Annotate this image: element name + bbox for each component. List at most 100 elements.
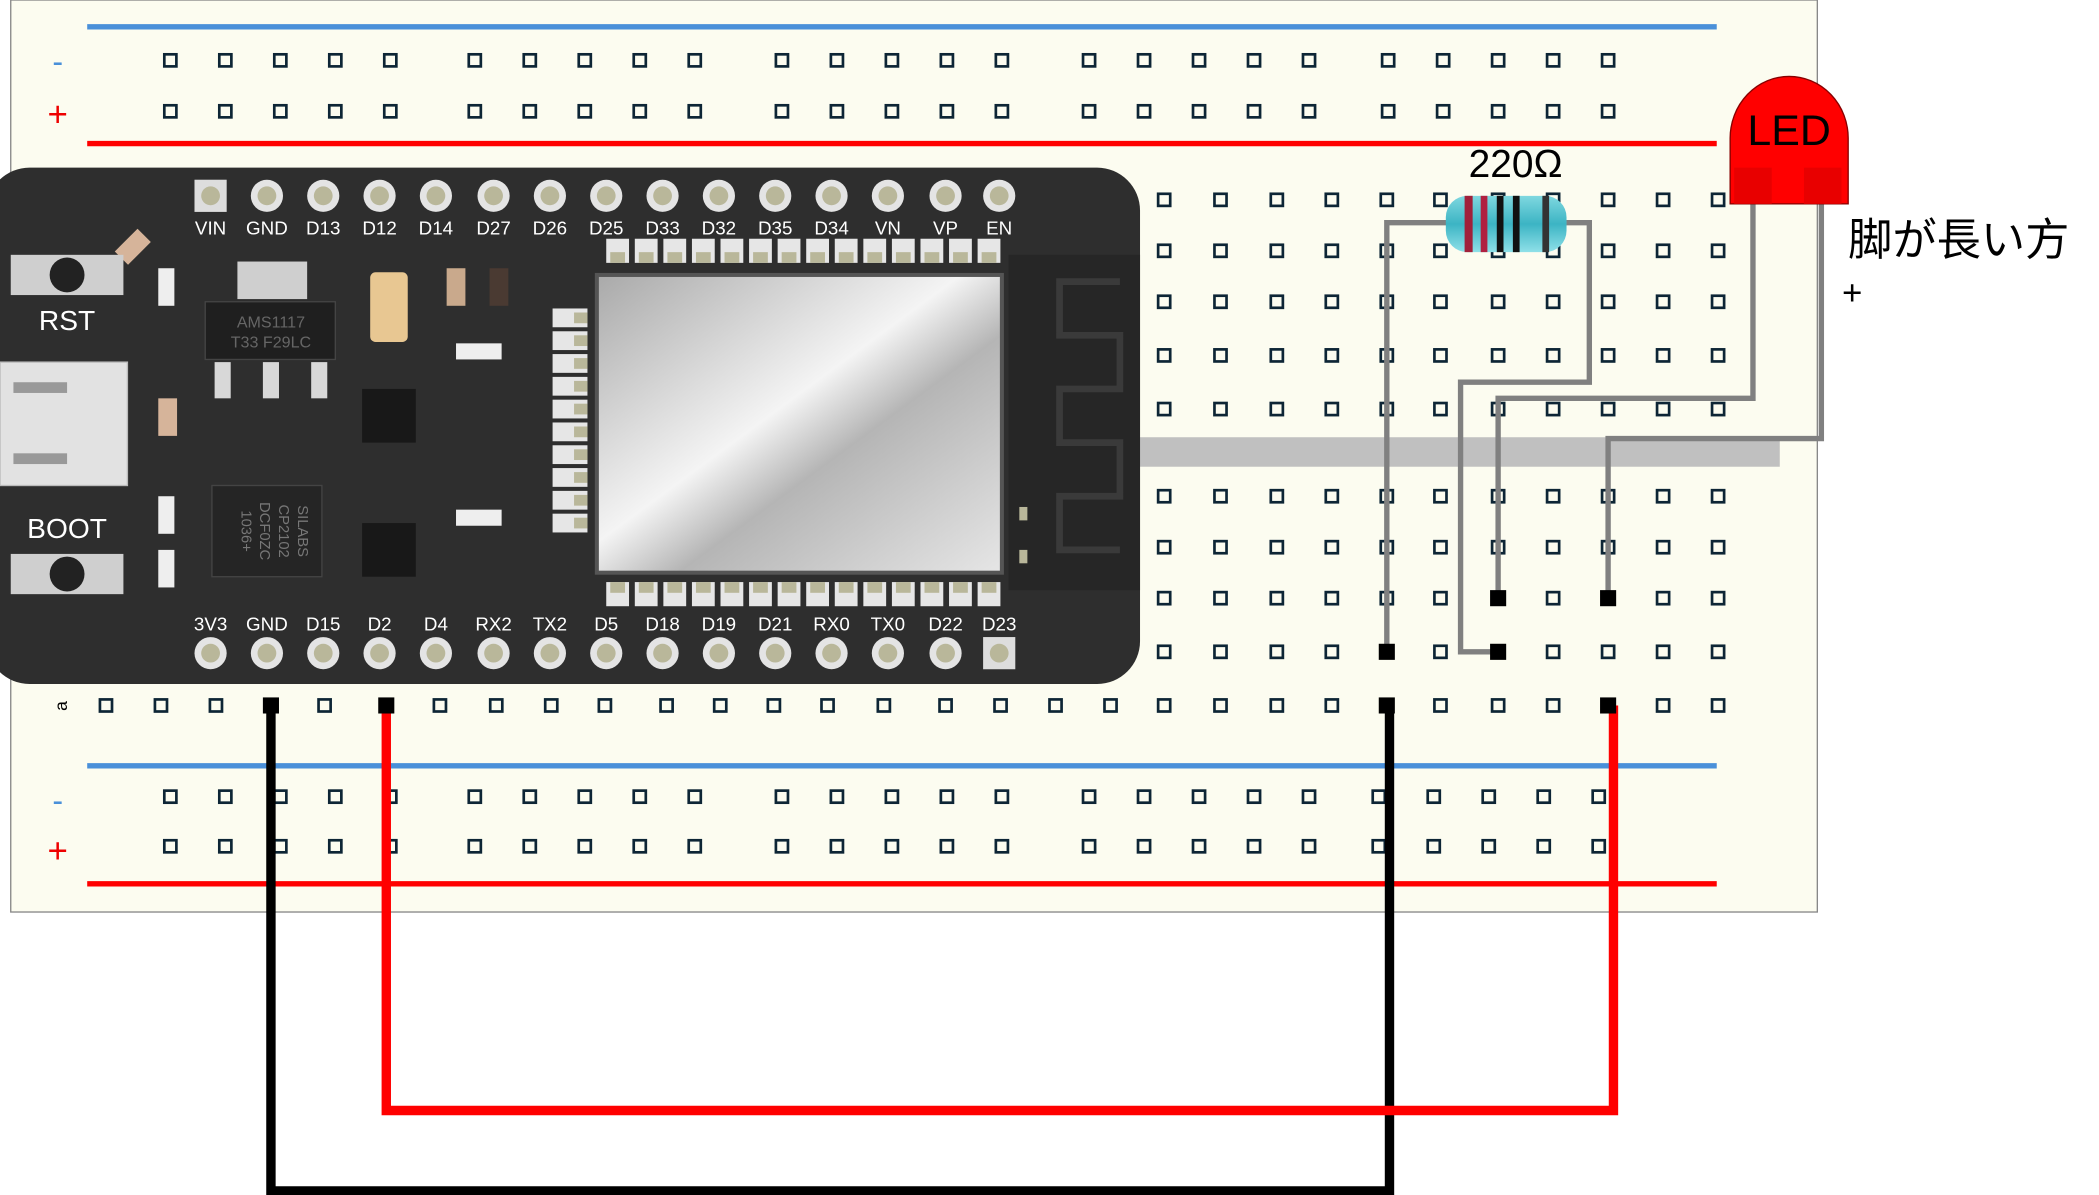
breadboard-hole[interactable] bbox=[1324, 348, 1340, 363]
breadboard-hole[interactable] bbox=[522, 789, 538, 805]
boot-button-cap[interactable] bbox=[49, 556, 85, 592]
breadboard-hole[interactable] bbox=[272, 103, 288, 119]
breadboard-hole[interactable] bbox=[1591, 838, 1607, 854]
breadboard-hole[interactable] bbox=[712, 698, 728, 713]
led-cathode-leg[interactable] bbox=[1495, 201, 1756, 599]
breadboard-hole[interactable] bbox=[1600, 52, 1616, 68]
breadboard-hole[interactable] bbox=[1324, 590, 1340, 606]
breadboard-hole[interactable] bbox=[829, 103, 845, 119]
breadboard-hole[interactable] bbox=[467, 789, 483, 805]
breadboard-hole[interactable] bbox=[632, 789, 648, 805]
breadboard-hole[interactable] bbox=[774, 789, 790, 805]
breadboard-hole[interactable] bbox=[1324, 488, 1340, 504]
breadboard-hole[interactable] bbox=[1269, 401, 1285, 417]
breadboard-hole[interactable] bbox=[1545, 698, 1561, 713]
breadboard-hole[interactable] bbox=[1655, 539, 1671, 555]
breadboard-hole[interactable] bbox=[1481, 789, 1497, 805]
breadboard-hole[interactable] bbox=[1246, 103, 1262, 119]
breadboard-hole[interactable] bbox=[1269, 590, 1285, 606]
breadboard-hole[interactable] bbox=[774, 52, 790, 68]
breadboard-hole[interactable] bbox=[1136, 789, 1152, 805]
d2-signal-wire[interactable] bbox=[381, 705, 1619, 1116]
breadboard-hole[interactable] bbox=[522, 103, 538, 119]
breadboard-hole[interactable] bbox=[153, 698, 169, 713]
breadboard-hole[interactable] bbox=[1269, 488, 1285, 504]
breadboard-hole[interactable] bbox=[327, 838, 343, 854]
breadboard-hole[interactable] bbox=[467, 103, 483, 119]
breadboard-hole[interactable] bbox=[1600, 348, 1616, 363]
breadboard-hole[interactable] bbox=[884, 103, 900, 119]
breadboard-hole[interactable] bbox=[1600, 103, 1616, 119]
breadboard-hole[interactable] bbox=[1433, 644, 1448, 660]
breadboard-hole[interactable] bbox=[1213, 590, 1228, 606]
breadboard-hole[interactable] bbox=[488, 698, 504, 713]
breadboard-hole[interactable] bbox=[1246, 52, 1262, 68]
breadboard-hole[interactable] bbox=[1380, 103, 1396, 119]
breadboard-hole[interactable] bbox=[1545, 103, 1561, 119]
breadboard-hole[interactable] bbox=[994, 52, 1010, 68]
breadboard-hole[interactable] bbox=[1433, 243, 1448, 259]
breadboard-hole[interactable] bbox=[1591, 789, 1607, 805]
breadboard-hole[interactable] bbox=[1301, 789, 1317, 805]
breadboard-hole[interactable] bbox=[1710, 698, 1726, 713]
jumper-resistor-right[interactable] bbox=[1457, 219, 1593, 655]
breadboard-hole[interactable] bbox=[1324, 698, 1340, 713]
breadboard-hole[interactable] bbox=[994, 838, 1010, 854]
breadboard-hole[interactable] bbox=[994, 789, 1010, 805]
breadboard-hole[interactable] bbox=[1710, 590, 1726, 606]
breadboard-hole[interactable] bbox=[1081, 103, 1097, 119]
breadboard-hole[interactable] bbox=[1433, 539, 1448, 555]
breadboard-hole[interactable] bbox=[1156, 401, 1172, 417]
breadboard-hole[interactable] bbox=[1191, 789, 1207, 805]
breadboard-hole[interactable] bbox=[1213, 539, 1228, 555]
breadboard-hole[interactable] bbox=[1156, 192, 1172, 208]
breadboard-hole[interactable] bbox=[766, 698, 782, 713]
breadboard-hole[interactable] bbox=[1380, 52, 1396, 68]
breadboard-hole[interactable] bbox=[1655, 590, 1671, 606]
breadboard-hole[interactable] bbox=[1213, 644, 1228, 660]
breadboard-hole[interactable] bbox=[577, 789, 593, 805]
breadboard-hole[interactable] bbox=[1191, 52, 1207, 68]
breadboard-hole[interactable] bbox=[1213, 488, 1228, 504]
breadboard-hole[interactable] bbox=[382, 52, 398, 68]
breadboard-hole[interactable] bbox=[327, 789, 343, 805]
breadboard-hole[interactable] bbox=[597, 698, 613, 713]
breadboard-hole[interactable] bbox=[1213, 401, 1228, 417]
breadboard-hole[interactable] bbox=[1324, 644, 1340, 660]
breadboard-hole[interactable] bbox=[774, 838, 790, 854]
breadboard-hole[interactable] bbox=[1545, 539, 1561, 555]
breadboard-hole[interactable] bbox=[1156, 590, 1172, 606]
breadboard-hole[interactable] bbox=[327, 52, 343, 68]
breadboard-hole[interactable] bbox=[432, 698, 448, 713]
breadboard-hole[interactable] bbox=[1545, 644, 1561, 660]
breadboard-hole[interactable] bbox=[1081, 52, 1097, 68]
breadboard-hole[interactable] bbox=[1536, 789, 1552, 805]
breadboard-hole[interactable] bbox=[1433, 590, 1448, 606]
breadboard-hole[interactable] bbox=[1324, 243, 1340, 259]
breadboard-hole[interactable] bbox=[1710, 348, 1726, 363]
jumper-resistor-to-gnd-column[interactable] bbox=[1384, 219, 1449, 652]
breadboard-hole[interactable] bbox=[1136, 103, 1152, 119]
breadboard-hole[interactable] bbox=[1710, 488, 1726, 504]
breadboard-hole[interactable] bbox=[829, 789, 845, 805]
breadboard-hole[interactable] bbox=[1136, 52, 1152, 68]
breadboard-hole[interactable] bbox=[1048, 698, 1063, 713]
breadboard-hole[interactable] bbox=[1324, 401, 1340, 417]
rst-button[interactable] bbox=[10, 254, 124, 296]
breadboard-hole[interactable] bbox=[1710, 539, 1726, 555]
led-anode-leg[interactable] bbox=[1605, 201, 1825, 599]
breadboard-hole[interactable] bbox=[1435, 52, 1451, 68]
breadboard-hole[interactable] bbox=[1545, 401, 1561, 417]
breadboard-hole[interactable] bbox=[1600, 192, 1616, 208]
breadboard-hole[interactable] bbox=[1433, 294, 1448, 310]
breadboard-hole[interactable] bbox=[577, 838, 593, 854]
led[interactable] bbox=[1729, 75, 1849, 205]
breadboard-hole[interactable] bbox=[939, 103, 955, 119]
breadboard-hole[interactable] bbox=[1655, 243, 1671, 259]
breadboard-hole[interactable] bbox=[1655, 401, 1671, 417]
breadboard-hole[interactable] bbox=[162, 103, 178, 119]
breadboard-hole[interactable] bbox=[994, 103, 1010, 119]
breadboard-hole[interactable] bbox=[467, 52, 483, 68]
breadboard-hole[interactable] bbox=[632, 103, 648, 119]
breadboard-hole[interactable] bbox=[1433, 488, 1448, 504]
